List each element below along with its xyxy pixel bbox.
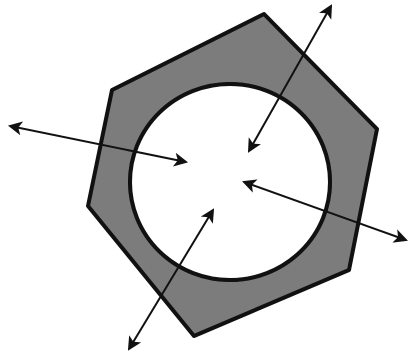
nut-hole-outline	[130, 84, 330, 280]
